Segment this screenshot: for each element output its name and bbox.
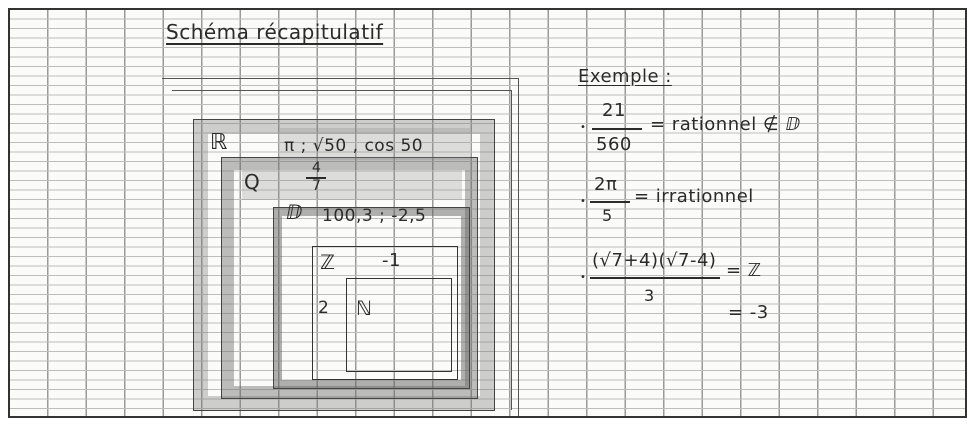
set-D-box [273, 207, 470, 389]
fraction-bar [306, 177, 326, 179]
example-2-numerator: 2π [594, 174, 618, 195]
bullet: • [580, 196, 587, 207]
bullet: • [580, 272, 587, 283]
set-D-examples: 100,3 ; -2,5 [322, 206, 427, 226]
set-Z-box [312, 246, 458, 380]
notebook-page: Schéma récapitulatif ℝ π ; √50 , cos 50 … [8, 8, 967, 418]
set-D-label: ⅅ [286, 200, 303, 224]
shaded-band [280, 128, 470, 160]
set-N-box [346, 278, 452, 372]
example-3-denominator: 3 [644, 286, 655, 305]
example-3-value: = -3 [728, 302, 769, 323]
set-Z-example: -1 [382, 250, 401, 271]
example-3-numerator: (√7+4)(√7-4) [592, 250, 717, 271]
examples-heading: Exemple : [578, 66, 672, 87]
example-1-result: = rationnel ∉ ⅅ [650, 114, 801, 135]
set-Z-label: ℤ [320, 250, 336, 274]
example-1-fraction-bar [592, 128, 642, 130]
example-2-denominator: 5 [602, 206, 613, 225]
example-3-result: = ℤ [726, 260, 762, 281]
page-title: Schéma récapitulatif [166, 20, 384, 44]
fraction-denominator: 7 [312, 178, 322, 194]
example-3-fraction-bar [590, 277, 720, 279]
set-N-example: 2 [318, 298, 330, 318]
set-R-label: ℝ [210, 130, 228, 155]
example-1-numerator: 21 [602, 100, 626, 121]
set-R-box [193, 119, 495, 411]
outer-frame-line [162, 78, 519, 416]
example-2-fraction-bar [590, 201, 630, 203]
example-2-result: = irrationnel [634, 186, 754, 207]
set-N-label: ℕ [356, 296, 373, 320]
example-1-denominator: 560 [596, 134, 632, 155]
bullet: • [580, 122, 587, 133]
outer-frame-line [172, 90, 512, 410]
set-R-examples: π ; √50 , cos 50 [284, 136, 424, 156]
set-Q-label: Q [244, 170, 261, 194]
shaded-band [242, 170, 462, 200]
fraction-numerator: 4 [312, 160, 322, 176]
